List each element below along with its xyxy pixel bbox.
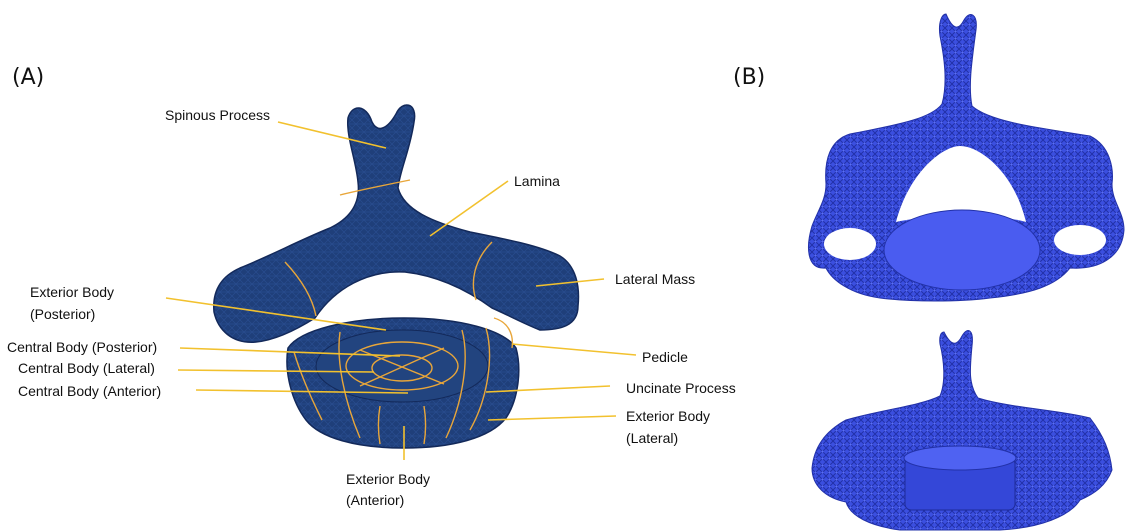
label-exterior-body-posterior-2: (Posterior) [30,306,95,322]
label-central-body-lateral: Central Body (Lateral) [18,360,155,376]
label-central-body-anterior: Central Body (Anterior) [18,383,161,399]
label-exterior-body-anterior-2: (Anterior) [346,492,404,508]
label-pedicle: Pedicle [642,349,688,365]
printed-vertebra-bottom-photo [812,331,1112,530]
label-exterior-body-posterior-1: Exterior Body [30,284,114,300]
label-central-body-posterior: Central Body (Posterior) [7,339,157,355]
label-lateral-mass: Lateral Mass [615,271,695,287]
panel-b-label: (B) [733,65,765,90]
label-spinous-process: Spinous Process [165,107,270,123]
label-lamina: Lamina [514,173,560,189]
label-exterior-body-anterior-1: Exterior Body [346,471,430,487]
printed-vertebra-top-photo [809,14,1124,301]
label-exterior-body-lateral-2: (Lateral) [626,430,678,446]
label-uncinate-process: Uncinate Process [626,380,736,396]
panel-a-label: (A) [12,65,44,90]
vertebra-model [214,105,579,448]
body-top-face [316,330,488,402]
posterior-arch [214,105,579,342]
label-exterior-body-lateral-1: Exterior Body [626,408,710,424]
